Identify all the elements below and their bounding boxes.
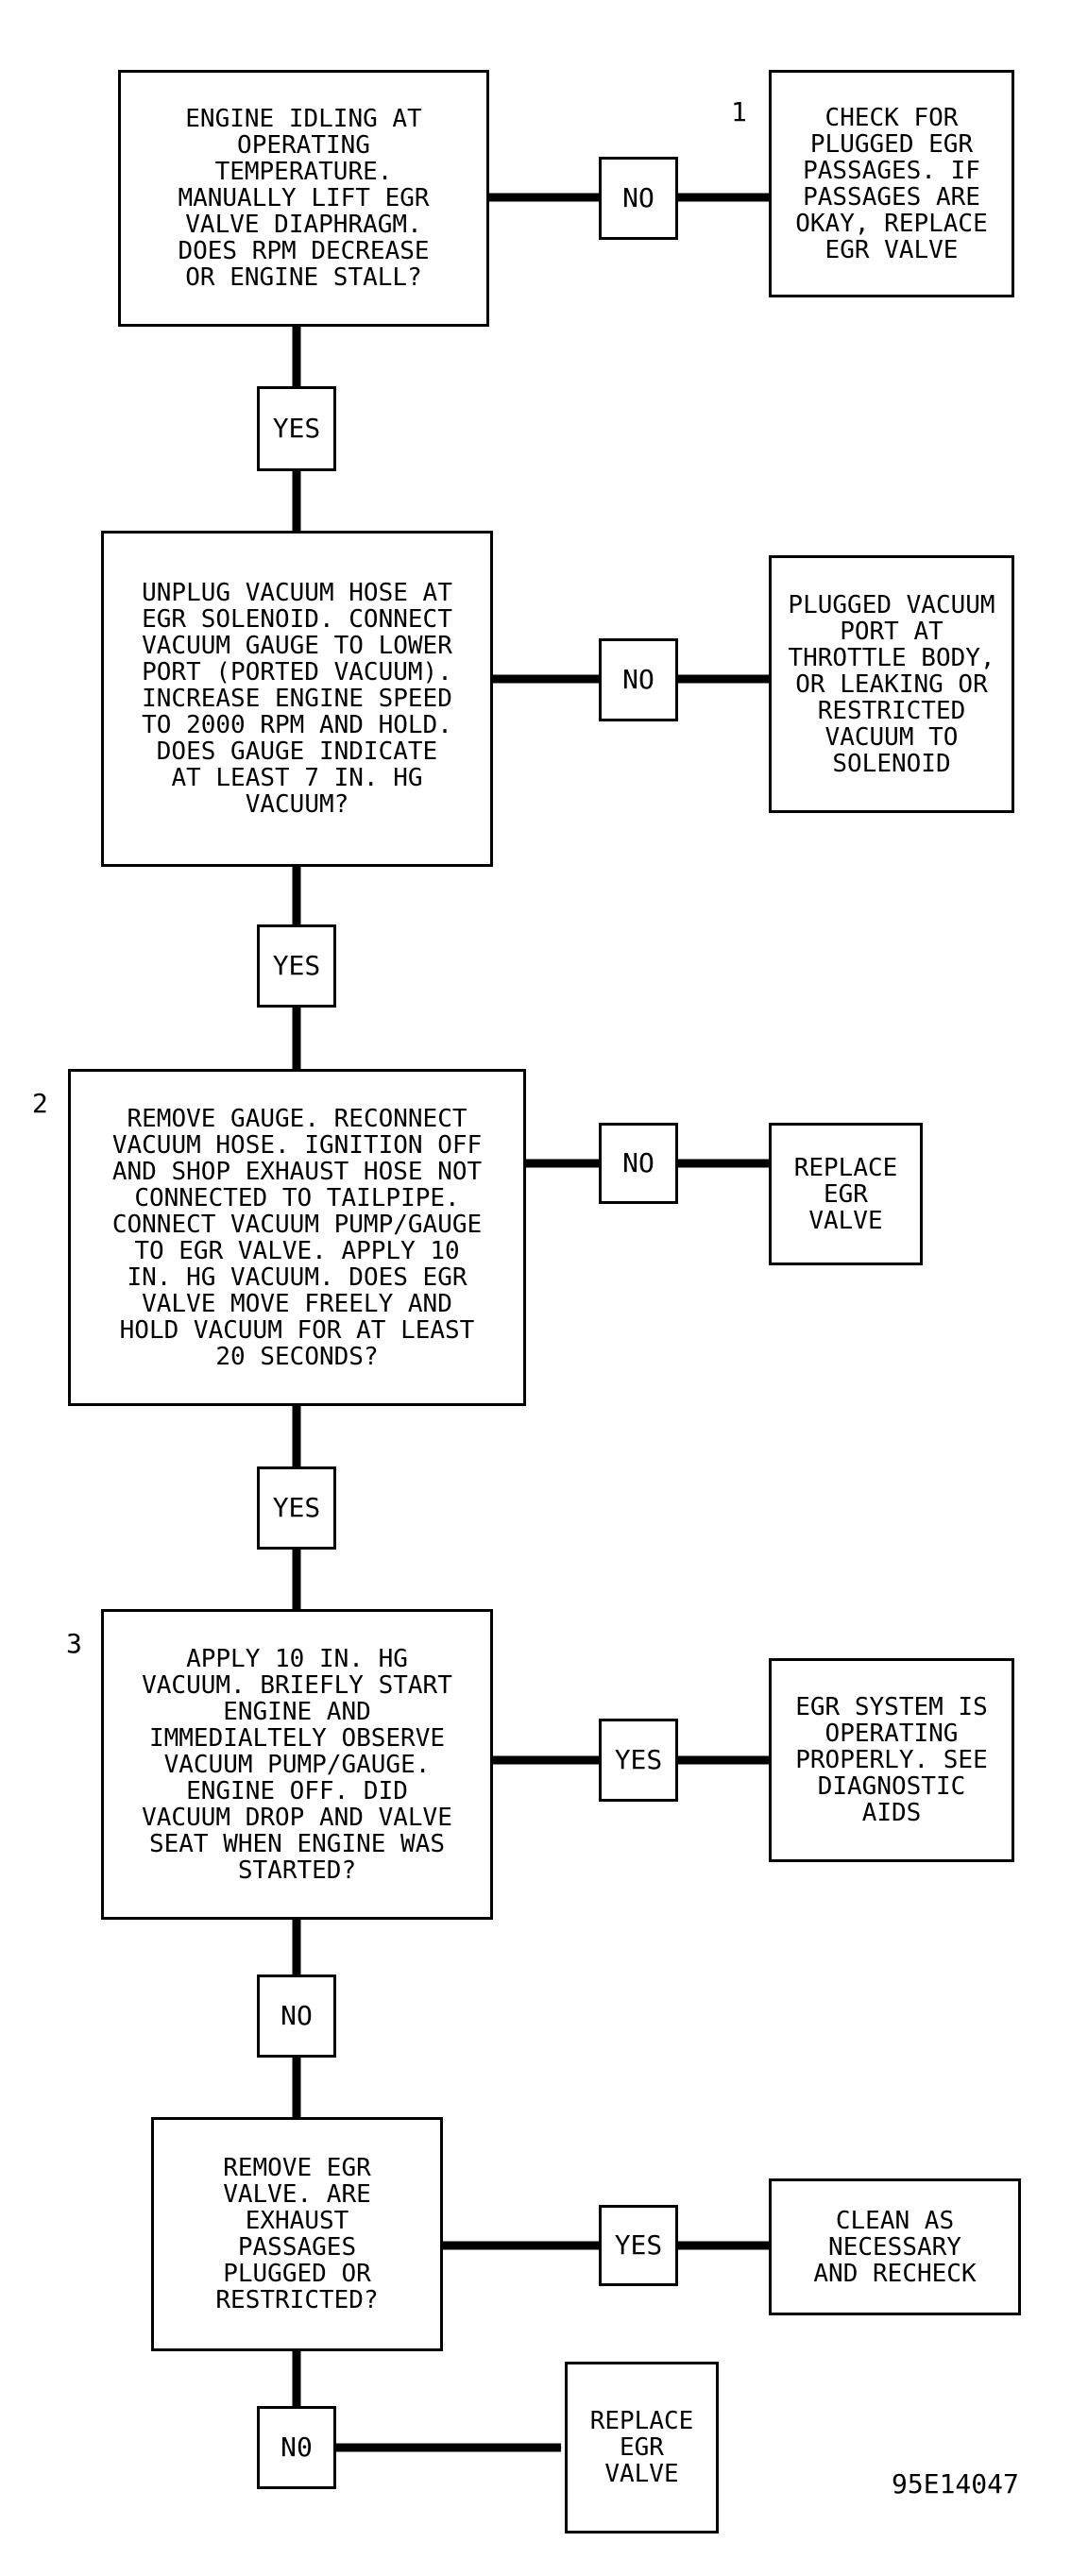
- result-box-4: EGR SYSTEM IS OPERATING PROPERLY. SEE DI…: [769, 1658, 1014, 1862]
- step-4-box: APPLY 10 IN. HG VACUUM. BRIEFLY START EN…: [101, 1609, 493, 1920]
- answer-no-5: N0: [257, 2406, 336, 2489]
- step-5-box: REMOVE EGR VALVE. ARE EXHAUST PASSAGES P…: [151, 2117, 443, 2351]
- figure-code: 95E14047: [892, 2468, 1019, 2500]
- answer-no-3: NO: [599, 1123, 678, 1204]
- answer-yes-4: YES: [599, 1719, 678, 1802]
- step-number-1: 1: [731, 96, 747, 127]
- result-box-2: PLUGGED VACUUM PORT AT THROTTLE BODY, OR…: [769, 555, 1014, 813]
- answer-yes-1: YES: [257, 386, 336, 471]
- answer-no-4: NO: [257, 1974, 336, 2058]
- answer-no-2: NO: [599, 638, 678, 721]
- answer-yes-2: YES: [257, 924, 336, 1008]
- step-number-3: 3: [66, 1628, 82, 1659]
- result-box-5: CLEAN AS NECESSARY AND RECHECK: [769, 2178, 1021, 2315]
- result-box-1: CHECK FOR PLUGGED EGR PASSAGES. IF PASSA…: [769, 70, 1014, 297]
- result-box-3: REPLACE EGR VALVE: [769, 1123, 923, 1265]
- step-2-box: UNPLUG VACUUM HOSE AT EGR SOLENOID. CONN…: [101, 531, 493, 867]
- answer-yes-3: YES: [257, 1466, 336, 1550]
- step-3-box: REMOVE GAUGE. RECONNECT VACUUM HOSE. IGN…: [68, 1069, 526, 1406]
- answer-yes-5: YES: [599, 2205, 678, 2286]
- step-1-box: ENGINE IDLING AT OPERATING TEMPERATURE. …: [118, 70, 489, 327]
- result-box-6: REPLACE EGR VALVE: [565, 2362, 719, 2534]
- answer-no-1: NO: [599, 157, 678, 240]
- step-number-2: 2: [32, 1088, 48, 1119]
